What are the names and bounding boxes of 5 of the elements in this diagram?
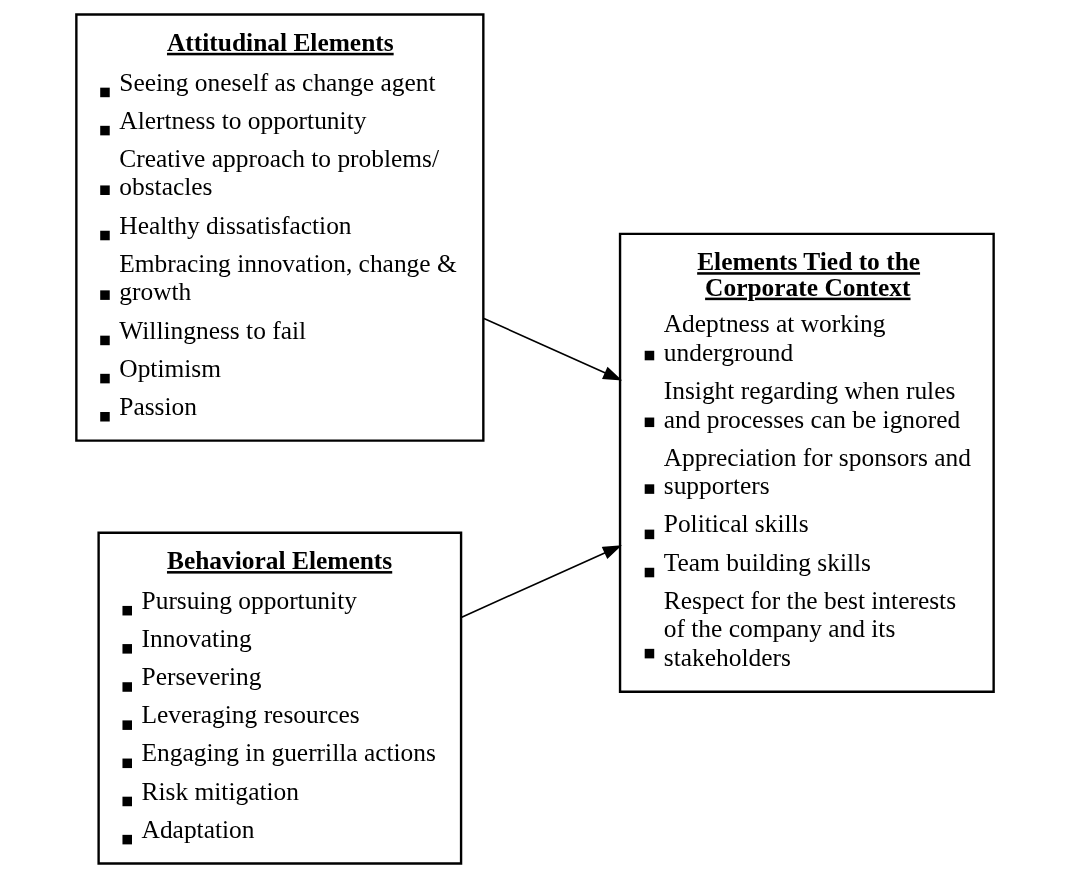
arrow	[460, 545, 622, 618]
node-box: Behavioral Elements Pursuing opportunity Innovating Persevering Leveraging resources Engaging in guerrilla actions Risk mitigation Adaptation	[97, 531, 463, 865]
node-box: Elements Tied to the Corporate Context Adeptness at working underground Insight regarding when rules and processes can be ignored Appreciation for sponsors and supporters Political skills Team building skills Respect for the best interests of the company and its stakeholders	[618, 232, 995, 693]
arrow	[483, 317, 623, 381]
node-box: Attitudinal Elements Seeing oneself as change agent Alertness to opportunity Creative approach to problems/ obstacles Healthy dissatisfaction Embracing innovation, change & growth Willingness to fail Optimism Passion	[75, 13, 485, 442]
